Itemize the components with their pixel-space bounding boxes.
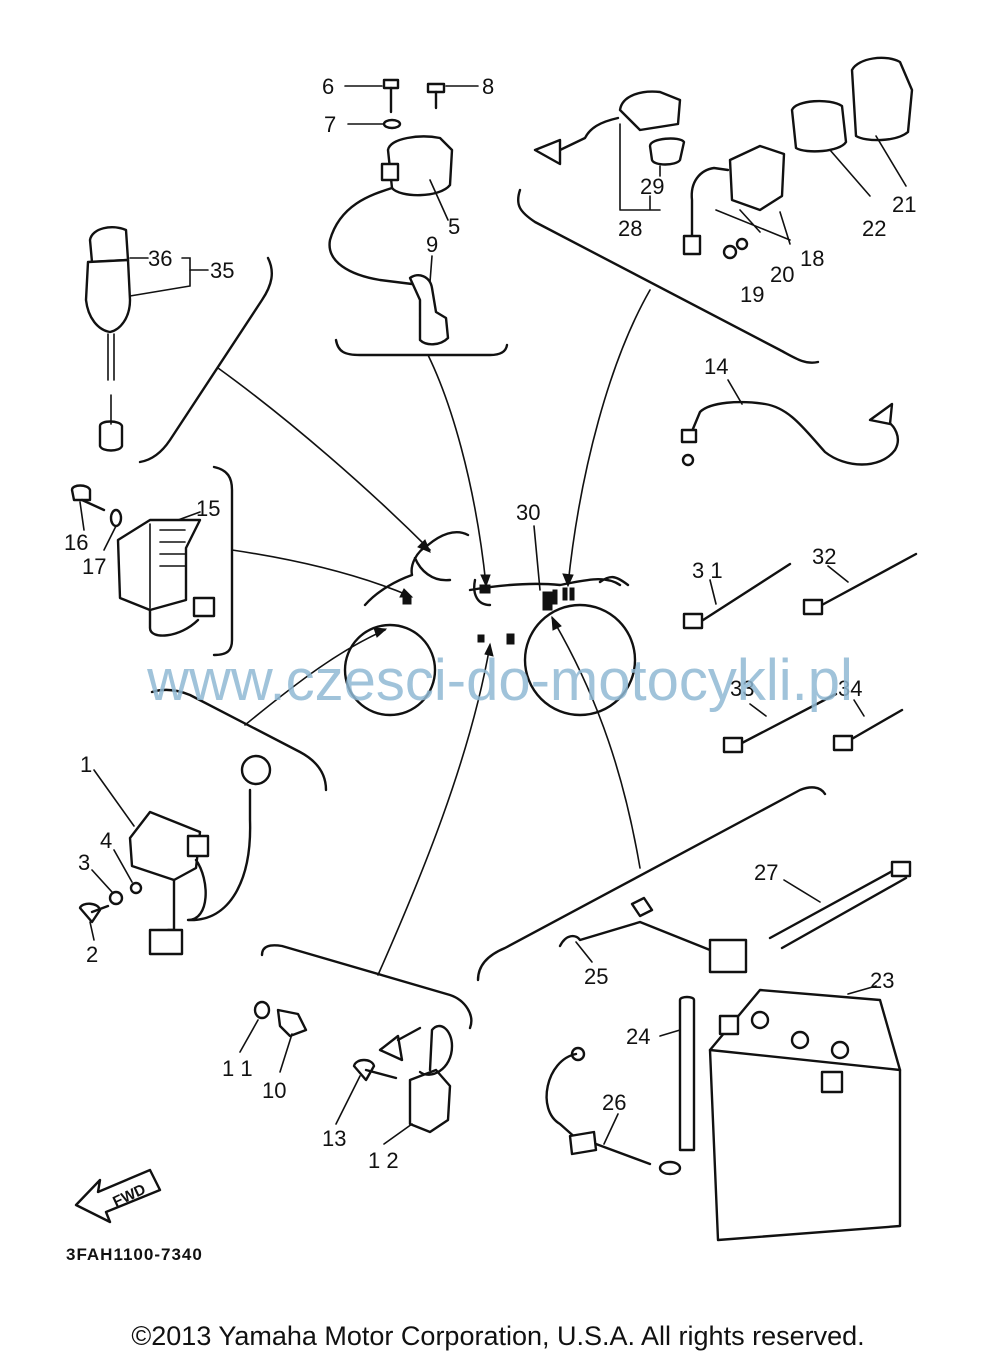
callout-6: 6 [322, 74, 334, 99]
callout-8: 8 [482, 74, 494, 99]
callout-32: 32 [812, 544, 836, 569]
callout-26: 26 [602, 1090, 626, 1115]
callout-9: 9 [426, 232, 438, 257]
callout-30: 30 [516, 500, 540, 525]
callout-10: 10 [262, 1078, 286, 1103]
speed-sensor [352, 1024, 454, 1134]
callout-22: 22 [862, 216, 886, 241]
callout-18: 18 [800, 246, 824, 271]
callout-3: 3 [78, 850, 90, 875]
callout-31: 3 1 [692, 558, 723, 583]
callout-13: 13 [322, 1126, 346, 1151]
callout-17: 17 [82, 554, 106, 579]
battery-leads [545, 896, 748, 1176]
fuse-holder [533, 90, 686, 166]
callout-29: 29 [640, 174, 664, 199]
callout-27: 27 [754, 860, 778, 885]
callout-11: 1 1 [222, 1056, 253, 1081]
callout-20: 20 [770, 262, 794, 287]
callout-labels: 1 2 3 4 5 6 7 8 9 10 1 1 1 2 13 14 15 16… [64, 74, 916, 1173]
leader-arrows [217, 289, 651, 976]
callout-16: 16 [64, 530, 88, 555]
callout-2: 2 [86, 942, 98, 967]
callout-25: 25 [584, 964, 608, 989]
forward-arrow: FWD [74, 1168, 162, 1224]
cdi-unit [78, 754, 272, 956]
callout-21: 21 [892, 192, 916, 217]
callout-34: 34 [838, 676, 862, 701]
callout-24: 24 [626, 1024, 650, 1049]
callout-15: 15 [196, 496, 220, 521]
callout-14: 14 [704, 354, 728, 379]
wire-lead [680, 400, 899, 467]
callout-23: 23 [870, 968, 894, 993]
watermark-text: www.czesci-do-motocykli.pl [146, 648, 853, 713]
callout-12: 1 2 [368, 1148, 399, 1173]
callout-36: 36 [148, 246, 172, 271]
vehicle-silhouette [343, 531, 637, 717]
copyright-text: ©2013 Yamaha Motor Corporation, U.S.A. A… [131, 1321, 864, 1351]
cable-ties [682, 552, 918, 754]
battery-band [768, 860, 912, 950]
callout-lines [79, 85, 907, 1145]
callout-19: 19 [740, 282, 764, 307]
rectifier-regulator [70, 484, 216, 637]
relay-22 [790, 99, 848, 153]
callout-28: 28 [618, 216, 642, 241]
neutral-switch [253, 1000, 308, 1038]
main-switch [84, 226, 132, 452]
group-brackets [138, 188, 827, 1030]
callout-7: 7 [324, 112, 336, 137]
callout-33: 33 [730, 676, 754, 701]
ignition-coil [328, 78, 454, 346]
callout-4: 4 [100, 828, 112, 853]
callout-35: 35 [210, 258, 234, 283]
reference-code: 3FAH1100-7340 [66, 1245, 203, 1264]
starter-relay [682, 144, 786, 260]
callout-1: 1 [80, 752, 92, 777]
relay-21 [850, 56, 914, 142]
battery [708, 988, 902, 1242]
callout-5: 5 [448, 214, 460, 239]
